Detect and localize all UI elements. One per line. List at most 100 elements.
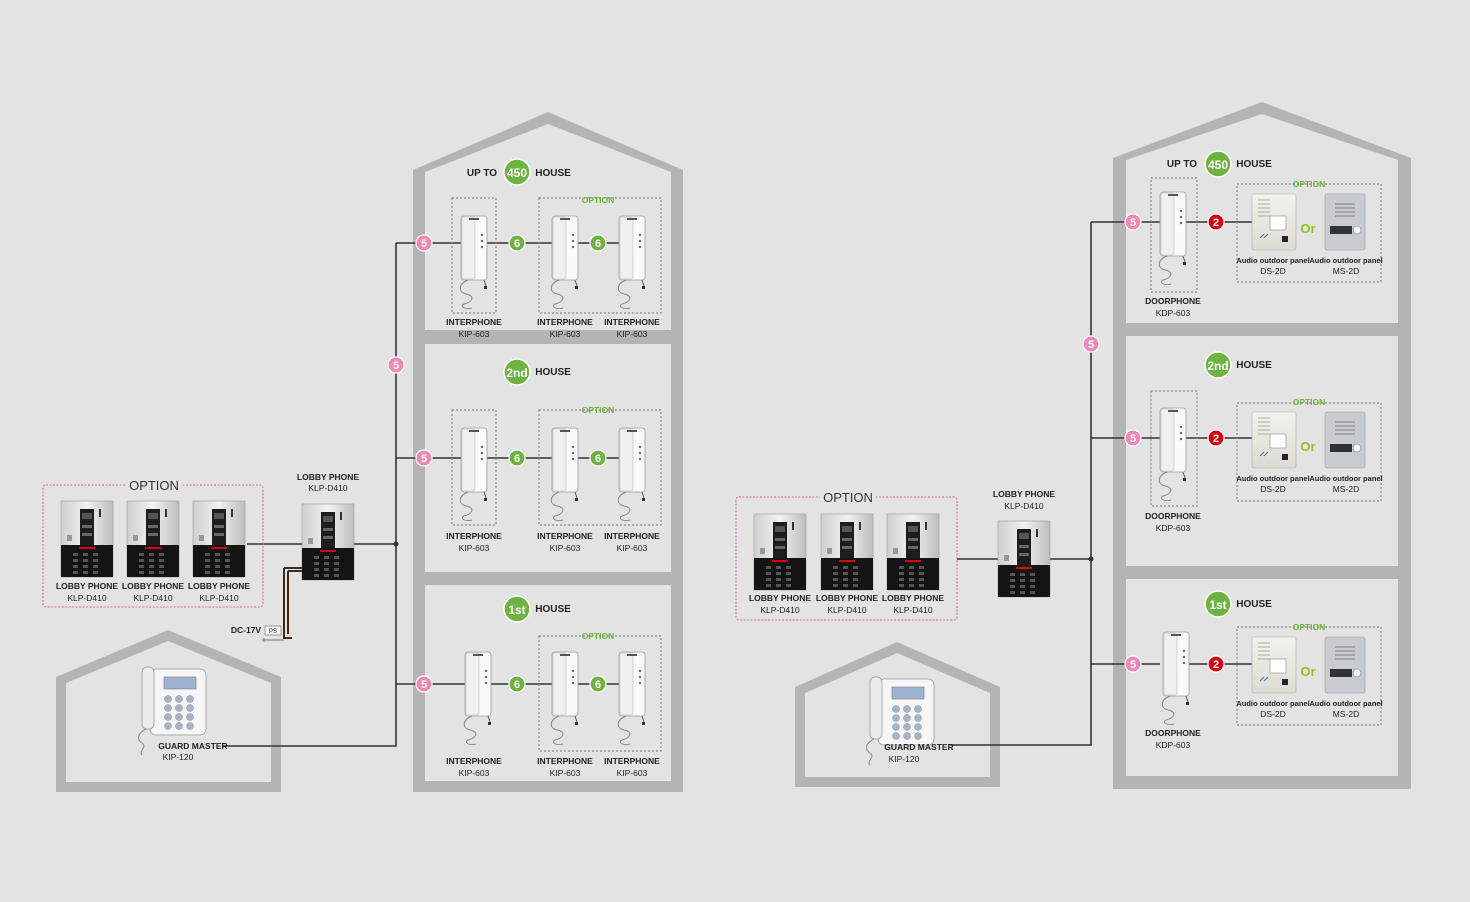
power-label: DC-17V bbox=[231, 625, 262, 635]
wire-badge-door bbox=[1207, 429, 1225, 447]
wire-badge-text: 5 bbox=[1088, 339, 1094, 351]
wire-badge-text: 5 bbox=[1130, 433, 1136, 445]
lobby-option-name-r1: LOBBY PHONE bbox=[749, 593, 812, 603]
interphone-name: INTERPHONE bbox=[446, 756, 502, 766]
wire-badge-text: 5 bbox=[393, 360, 399, 372]
wire-badge-ext bbox=[589, 675, 607, 693]
wire-badge-ext bbox=[589, 449, 607, 467]
guard-model-right: KIP-120 bbox=[889, 754, 920, 764]
panel-b-model: MS-2D bbox=[1333, 266, 1359, 276]
wire-badge-text: 2 bbox=[1213, 433, 1219, 445]
interphone-model: KIP-603 bbox=[617, 768, 648, 778]
wire-badge-text: 5 bbox=[421, 238, 427, 250]
option-box-top-left bbox=[538, 197, 662, 314]
doorphone-name: DOORPHONE bbox=[1145, 728, 1201, 738]
panel-a-model: DS-2D bbox=[1260, 709, 1286, 719]
wire-badge-text: 2 bbox=[1213, 659, 1219, 671]
interphone-model: KIP-603 bbox=[617, 329, 648, 339]
lobby-option-name-2: LOBBY PHONE bbox=[122, 581, 185, 591]
lobby-phone-option-r3 bbox=[886, 513, 940, 591]
wire-badge-main bbox=[1124, 213, 1142, 231]
lobby-main-model-right: KLP-D410 bbox=[1004, 501, 1043, 511]
lobby-option-model-3: KLP-D410 bbox=[199, 593, 238, 603]
wire-badge-door bbox=[1207, 213, 1225, 231]
option-label-2nd-left: OPTION bbox=[582, 405, 615, 415]
floor-badge-2nd-text-right: 2nd bbox=[1207, 359, 1228, 373]
panel-a-model: DS-2D bbox=[1260, 484, 1286, 494]
option-box-1st-left bbox=[538, 635, 662, 752]
floor-badge-2nd-right bbox=[1204, 351, 1232, 379]
power-supply-box bbox=[264, 625, 282, 636]
audio-panel-ms2d-2nd bbox=[1324, 411, 1366, 469]
floor-badge-450-right bbox=[1204, 150, 1232, 178]
floor-badge-450-text-left: 450 bbox=[507, 166, 527, 180]
lobby-option-box-right bbox=[735, 496, 958, 621]
wire-badge-text: 5 bbox=[1130, 659, 1136, 671]
interphone-name: INTERPHONE bbox=[604, 756, 660, 766]
doorphone-box-2nd bbox=[1150, 390, 1198, 507]
wire-badge-text: 6 bbox=[595, 453, 601, 465]
wire-badge-main bbox=[415, 675, 433, 693]
lobby-option-name-3: LOBBY PHONE bbox=[188, 581, 251, 591]
wire-badge-text: 6 bbox=[514, 679, 520, 691]
option-label-1st-left: OPTION bbox=[582, 631, 615, 641]
wire-badge-main bbox=[387, 356, 405, 374]
lobby-option-label-right: OPTION bbox=[823, 490, 873, 505]
wire-badge-ext bbox=[508, 449, 526, 467]
audio-panel-ms2d-1st bbox=[1324, 636, 1366, 694]
doorphone-model: KDP-603 bbox=[1156, 740, 1191, 750]
lobby-main-name-right: LOBBY PHONE bbox=[993, 489, 1056, 499]
wire-badge-text: 6 bbox=[514, 238, 520, 250]
lobby-phone-option-3 bbox=[192, 500, 246, 578]
top-floor-prefix-right: UP TO bbox=[1167, 159, 1197, 170]
panel-b-name: Audio outdoor panel bbox=[1309, 256, 1382, 265]
interphone-model: KIP-603 bbox=[459, 543, 490, 553]
panel-option-box-1st bbox=[1236, 626, 1382, 726]
wire-badge-main bbox=[1124, 655, 1142, 673]
lobby-option-label-left: OPTION bbox=[129, 478, 179, 493]
floor-badge-1st-text-left: 1st bbox=[508, 603, 525, 617]
interphone-name: INTERPHONE bbox=[537, 531, 593, 541]
panel-b-name: Audio outdoor panel bbox=[1309, 474, 1382, 483]
or-text: Or bbox=[1300, 664, 1315, 679]
guard-name-right: GUARD MASTER bbox=[884, 742, 953, 752]
interphone-model: KIP-603 bbox=[550, 768, 581, 778]
wire-badge-ext bbox=[508, 675, 526, 693]
option-box-2nd-left bbox=[538, 409, 662, 526]
option-label-2nd-right: OPTION bbox=[1293, 397, 1326, 407]
lobby-phone-option-r2 bbox=[820, 513, 874, 591]
second-floor-suffix-left: HOUSE bbox=[535, 367, 571, 378]
wire-badge-main bbox=[415, 234, 433, 252]
wire-badge-door bbox=[1207, 655, 1225, 673]
lobby-option-model-r2: KLP-D410 bbox=[827, 605, 866, 615]
interphone-name: INTERPHONE bbox=[604, 317, 660, 327]
guard-model-left: KIP-120 bbox=[163, 752, 194, 762]
doorphone-model: KDP-603 bbox=[1156, 523, 1191, 533]
floor-badge-450-left bbox=[503, 158, 531, 186]
wire-badge-text: 6 bbox=[595, 238, 601, 250]
floor-badge-2nd-text-left: 2nd bbox=[506, 366, 527, 380]
lobby-option-model-r1: KLP-D410 bbox=[760, 605, 799, 615]
lobby-phone-option-2 bbox=[126, 500, 180, 578]
interphone-model: KIP-603 bbox=[617, 543, 648, 553]
interphone-model: KIP-603 bbox=[459, 329, 490, 339]
guard-name-left: GUARD MASTER bbox=[158, 741, 227, 751]
panel-a-name: Audio outdoor panel bbox=[1236, 474, 1309, 483]
wire-badge-main bbox=[1082, 335, 1100, 353]
lobby-option-model-2: KLP-D410 bbox=[133, 593, 172, 603]
interphone-name: INTERPHONE bbox=[537, 317, 593, 327]
top-floor-suffix-left: HOUSE bbox=[535, 168, 571, 179]
lobby-main-model-left: KLP-D410 bbox=[308, 483, 347, 493]
floor-badge-1st-text-right: 1st bbox=[1209, 598, 1226, 612]
second-floor-suffix-right: HOUSE bbox=[1236, 360, 1272, 371]
panel-b-model: MS-2D bbox=[1333, 484, 1359, 494]
interphone-model: KIP-603 bbox=[459, 768, 490, 778]
first-floor-suffix-left: HOUSE bbox=[535, 604, 571, 615]
wire-badge-main bbox=[1124, 429, 1142, 447]
doorphone-model: KDP-603 bbox=[1156, 308, 1191, 318]
top-floor-prefix-left: UP TO bbox=[467, 168, 497, 179]
lobby-main-name-left: LOBBY PHONE bbox=[297, 472, 360, 482]
wire-badge-text: 6 bbox=[514, 453, 520, 465]
interphone-model: KIP-603 bbox=[550, 329, 581, 339]
